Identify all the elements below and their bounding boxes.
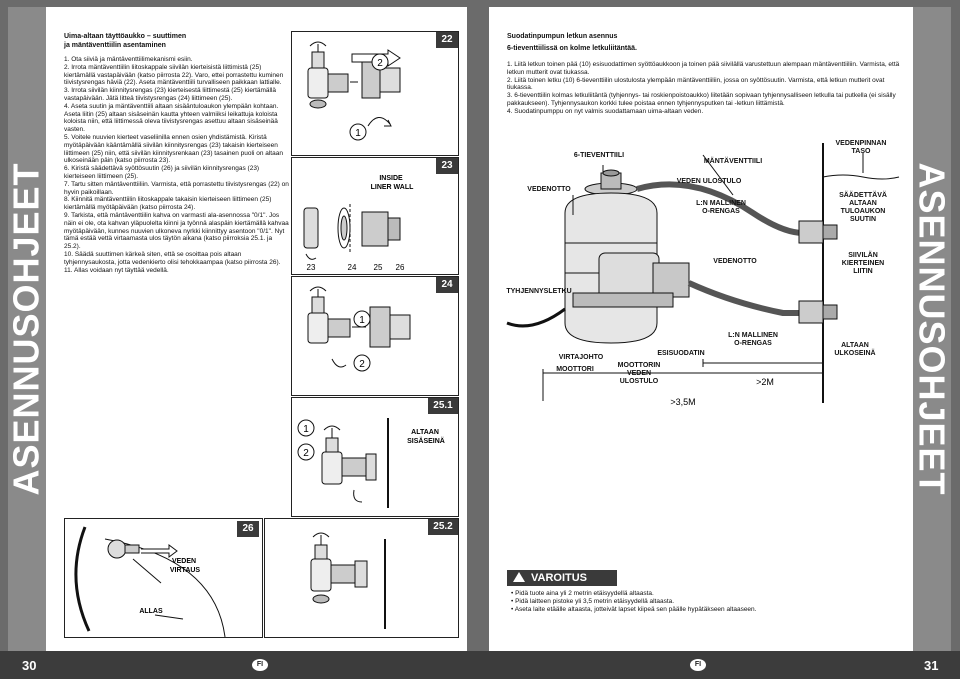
left-paragraph: 1. Ota siiviä ja mäntäventtiilimekanismi… <box>64 56 193 63</box>
drain-hose-label: TYHJENNYSLETKU <box>506 288 571 295</box>
six-way-valve-label: 6-TIEVENTTIILI <box>574 152 624 159</box>
warning-item: • Pidä laitteen pistoke yli 3,5 metrin e… <box>511 598 675 605</box>
water-outlet-label: VEDEN ULOSTULO <box>677 178 742 185</box>
figure-23: 23 INSIDE LINER WALL 23 24 25 <box>291 157 459 275</box>
figure-25-1-step-1: 1 <box>303 424 309 435</box>
part-23-label: 23 <box>307 263 316 272</box>
figure-25-1-wall-label: ALTAAN SISÄSEINÄ <box>407 429 445 445</box>
right-page-number: 31 <box>924 658 939 673</box>
left-paragraph: 3. Irrota siivilän kiinnitysrengas (23) … <box>64 87 277 102</box>
left-language-badge: FI <box>252 659 268 671</box>
motor-label: MOOTTORI <box>556 366 594 373</box>
water-intake-mid-label: VEDENOTTO <box>713 258 757 265</box>
left-heading: Uima-altaan täyttöaukko – suuttimen ja m… <box>64 33 187 49</box>
figure-23-drawing: INSIDE LINER WALL 23 24 25 26 <box>303 175 414 272</box>
part-24-label: 24 <box>348 263 357 272</box>
right-paragraph: 3. 6-tieventtiilin kolmas letkuliitäntä … <box>507 92 896 107</box>
figure-25-2-number: 25.2 <box>428 519 458 535</box>
left-paragraph: 7. Tartu sitten mäntäventtiiliin. Varmis… <box>64 180 289 196</box>
right-language-badge: FI <box>690 659 706 671</box>
right-heading: Suodatinpumpun letkun asennus <box>507 33 618 40</box>
figure-26: 26 VEDEN VIRTAUS ALLAS <box>64 518 263 638</box>
figure-24-step-1: 1 <box>359 315 365 326</box>
figure-26-flow-label: VEDEN VIRTAUS <box>170 558 201 574</box>
figure-26-pool-label: ALLAS <box>139 608 163 615</box>
left-paragraph: 11. Allas voidaan nyt täyttää vedellä. <box>64 266 169 274</box>
distance-3-5m-label: >3,5M <box>670 397 695 407</box>
warning-list: • Pidä tuote aina yli 2 metrin etäisyyde… <box>511 590 911 614</box>
figure-24-drawing: 1 2 <box>307 286 411 372</box>
right-sidebar-title: ASENNUSOHJEET <box>912 162 953 496</box>
right-paragraph: 2. Liitä toinen letku (10) 6-tieventtiil… <box>507 76 885 92</box>
figure-22: 22 2 1 <box>291 31 459 156</box>
figure-25-2: 25.2 <box>264 518 459 638</box>
figure-22-step-1: 1 <box>355 128 361 139</box>
figure-25-2-drawing <box>310 532 386 629</box>
figure-24: 24 1 2 <box>291 276 459 396</box>
part-26-label: 26 <box>396 263 405 272</box>
warning-icon <box>513 572 525 582</box>
left-paragraph: 8. Kiinnitä mäntäventtiilin liitoskappal… <box>64 196 272 212</box>
figure-22-number: 22 <box>436 32 458 48</box>
power-cord-label: VIRTAJOHTO <box>559 354 604 361</box>
water-intake-top-label: VEDENOTTO <box>527 186 571 193</box>
left-paragraph: 4. Aseta suutin ja mäntäventtiili altaan… <box>64 102 279 134</box>
left-footer: 30 FI <box>0 651 480 679</box>
figure-24-step-2: 2 <box>359 359 365 370</box>
right-sidebar: ASENNUSOHJEET <box>912 7 953 651</box>
figure-26-drawing: VEDEN VIRTAUS ALLAS <box>74 526 226 637</box>
left-paragraphs: 1. Ota siiviä ja mäntäventtiilimekanismi… <box>64 56 290 274</box>
left-sidebar-title: ASENNUSOHJEET <box>6 162 47 496</box>
figure-25-1-drawing: 1 2 ALTAAN SISÄSEINÄ <box>297 418 445 508</box>
warning-item: • Pidä tuote aina yli 2 metrin etäisyyde… <box>511 590 654 597</box>
figure-25-1: 25.1 1 2 ALTAAN SISÄSEINÄ <box>291 397 459 517</box>
part-25-label: 25 <box>374 263 383 272</box>
figure-25-1-step-2: 2 <box>303 448 309 459</box>
figure-26-number: 26 <box>237 521 259 537</box>
pump-installation-drawing: 6-TIEVENTTIILI MÄNTÄVENTTIILI VEDENPINNA… <box>506 140 900 407</box>
left-paragraph: 6. Kiristä säädettävä syöttösuutin (26) … <box>64 165 260 180</box>
piston-valve-label: MÄNTÄVENTTIILI <box>704 157 762 165</box>
warning-header: VAROITUS <box>507 570 617 586</box>
warning-item: • Aseta laite etäälle altaasta, jotteivä… <box>511 606 757 613</box>
prefilter-label: ESISUODATIN <box>657 350 704 357</box>
figure-23-inside-label: INSIDE LINER WALL <box>371 175 414 191</box>
right-paragraphs: 1. Liitä letkun toinen pää (10) esisuoda… <box>507 61 907 116</box>
warning-title: VAROITUS <box>531 572 588 584</box>
right-page: ASENNUSOHJEET Suodatinpumpun letkun asen… <box>489 7 953 651</box>
figure-23-number: 23 <box>436 158 458 174</box>
right-footer: FI 31 <box>480 651 960 679</box>
figure-22-step-2: 2 <box>377 58 383 69</box>
right-instructions: Suodatinpumpun letkun asennus 6-tieventt… <box>507 33 907 116</box>
left-paragraph: 5. Voitele nuuvien kierteet vaseliinilla… <box>64 133 283 165</box>
right-paragraph: 1. Liitä letkun toinen pää (10) esisuoda… <box>507 61 900 76</box>
figure-25-1-number: 25.1 <box>428 398 458 414</box>
left-instructions: Uima-altaan täyttöaukko – suuttimen ja m… <box>64 33 290 274</box>
left-page-number: 30 <box>22 658 37 673</box>
installation-diagram: 6-TIEVENTTIILI MÄNTÄVENTTIILI VEDENPINNA… <box>503 133 903 411</box>
left-paragraph: 2. Irrota mäntäventtiilin liitoskappale … <box>64 63 284 87</box>
right-paragraph: 4. Suodatinpumppu on nyt valmis suodatta… <box>507 107 704 115</box>
left-paragraph: 10. Säädä suuttimen kärkeä siten, että s… <box>64 250 281 266</box>
left-page: ASENNUSOHJEET Uima-altaan täyttöaukko – … <box>6 7 467 651</box>
right-subheading: 6-tieventtiilissä on kolme letkuliitäntä… <box>507 44 637 52</box>
left-sidebar: ASENNUSOHJEET <box>6 7 47 651</box>
left-paragraph: 9. Tarkista, että mäntäventtiilin kahva … <box>64 211 289 251</box>
figure-22-drawing: 2 1 <box>307 41 401 141</box>
figure-24-number: 24 <box>436 277 458 293</box>
distance-2m-label: >2M <box>756 377 774 387</box>
